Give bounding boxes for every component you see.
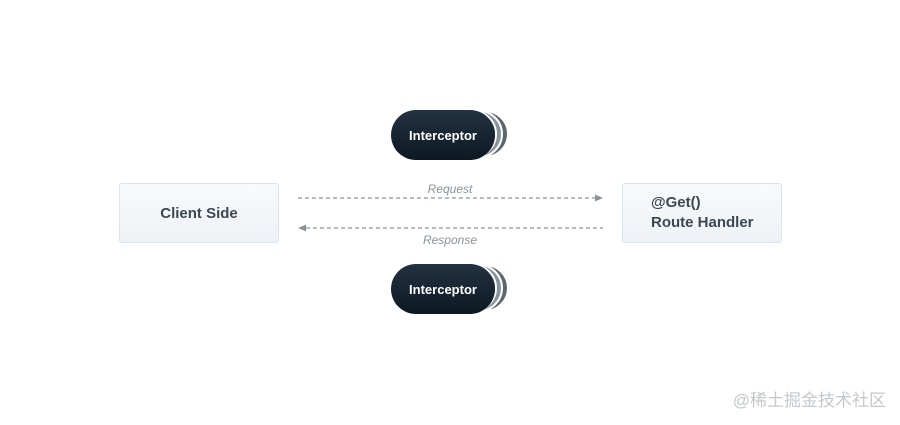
interceptor-bottom-label: Interceptor bbox=[409, 281, 477, 297]
request-label: Request bbox=[427, 182, 473, 196]
watermark-text: @稀土掘金技术社区 bbox=[732, 391, 886, 410]
response-arrow-head bbox=[298, 224, 306, 232]
handler-decorator-label: @Get() bbox=[651, 194, 701, 211]
response-label: Response bbox=[422, 233, 478, 247]
interceptor-bottom-pill: Interceptor bbox=[391, 264, 495, 314]
request-arrow-head bbox=[595, 194, 603, 202]
interceptor-top-pill: Interceptor bbox=[391, 110, 495, 160]
client-side-label: Client Side bbox=[160, 204, 238, 222]
interceptor-bottom: Interceptor bbox=[391, 264, 516, 314]
client-side-box: Client Side bbox=[119, 183, 279, 243]
route-handler-box: @Get() Route Handler bbox=[622, 183, 782, 243]
interceptor-top-label: Interceptor bbox=[409, 127, 477, 143]
handler-name-label: Route Handler bbox=[651, 214, 754, 231]
interceptor-top: Interceptor bbox=[391, 110, 516, 160]
